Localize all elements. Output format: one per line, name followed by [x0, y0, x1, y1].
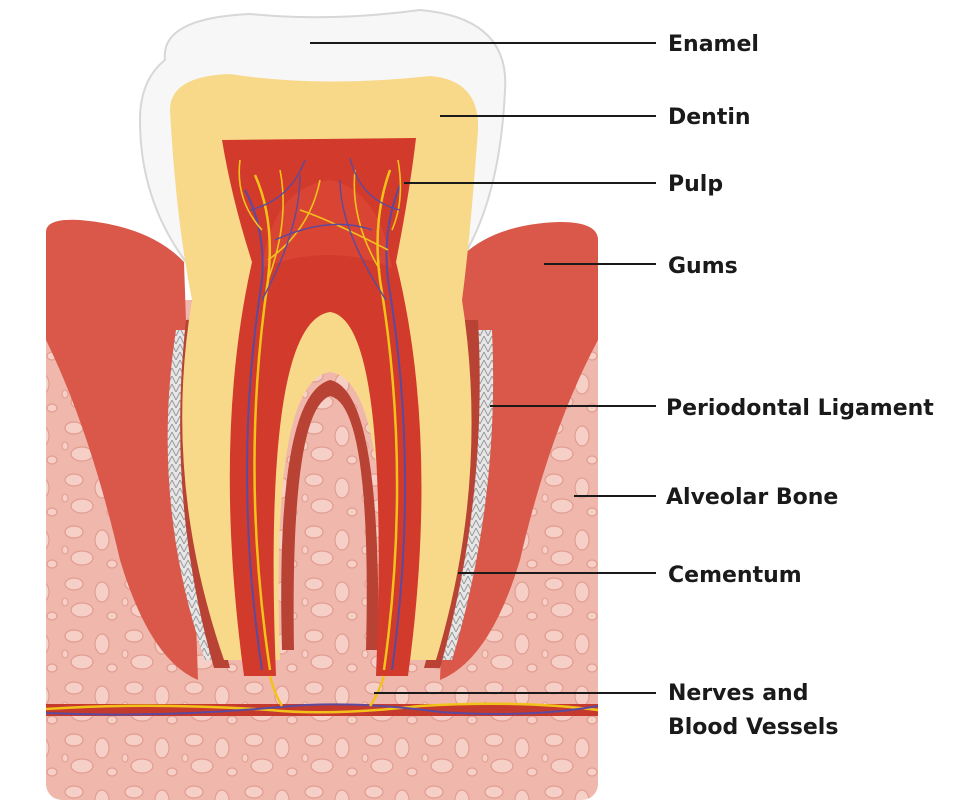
- labels: Enamel Dentin Pulp Gums Periodontal Liga…: [666, 32, 934, 740]
- label-alveolar-bone: Alveolar Bone: [666, 485, 838, 510]
- label-gums: Gums: [668, 254, 738, 279]
- pulp-region: [222, 138, 422, 676]
- label-cementum: Cementum: [668, 563, 802, 588]
- label-periodontal-ligament: Periodontal Ligament: [666, 396, 934, 421]
- label-pulp: Pulp: [668, 172, 723, 197]
- pulp-nerves-vessels: [238, 157, 407, 671]
- label-dentin: Dentin: [668, 105, 751, 130]
- label-enamel: Enamel: [668, 32, 759, 57]
- label-nerves-line2: Blood Vessels: [668, 715, 838, 740]
- label-nerves-line1: Nerves and: [668, 681, 808, 706]
- leader-lines: [310, 42, 656, 694]
